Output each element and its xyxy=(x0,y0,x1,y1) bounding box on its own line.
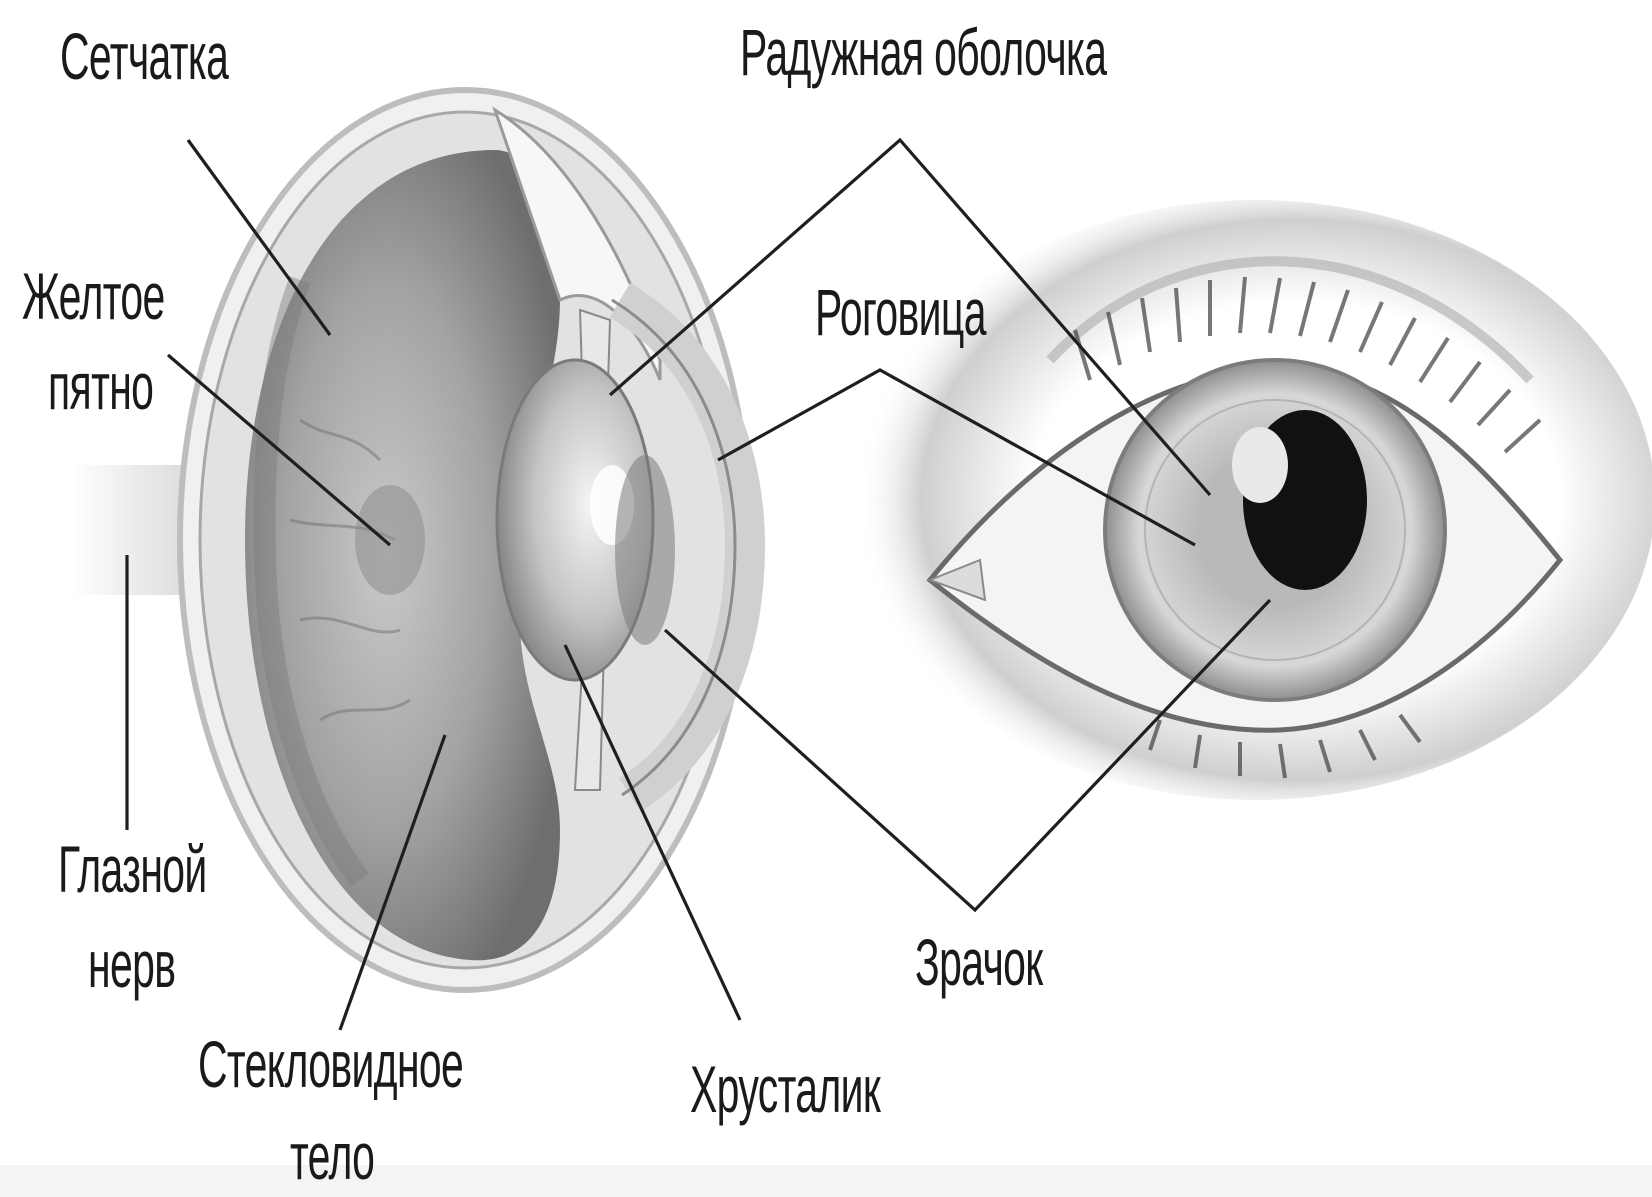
retina-label: Сетчатка xyxy=(60,22,228,91)
macula-label-line1: Желтое xyxy=(22,262,165,331)
macula-label-line2: пятно xyxy=(48,352,153,421)
macula-shape xyxy=(355,485,425,595)
optic-nerve-label-line1: Глазной xyxy=(58,835,207,904)
vitreous-label-line1: Стекловидное xyxy=(198,1030,463,1099)
pupil-label: Зрачок xyxy=(915,928,1043,997)
iris-label: Радужная оболочка xyxy=(740,18,1106,87)
lens-label: Хрусталик xyxy=(690,1055,880,1124)
vitreous-label-line2: тело xyxy=(290,1122,374,1191)
optic-nerve-label-line2: нерв xyxy=(88,930,175,999)
cornea-label: Роговица xyxy=(815,278,986,347)
